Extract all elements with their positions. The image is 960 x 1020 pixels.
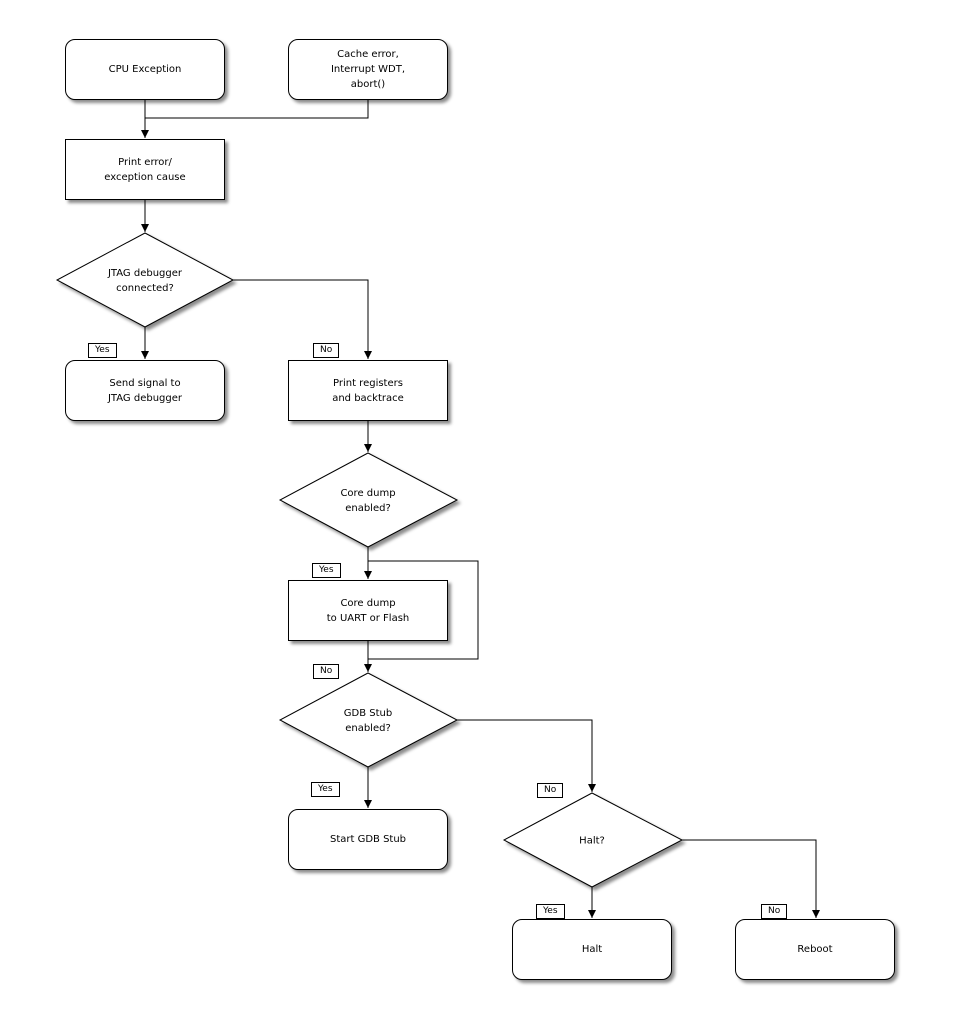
node-print-registers-backtrace: Print registers and backtrace	[288, 360, 448, 421]
edge-jtag-no-to-print-registers	[233, 279, 372, 359]
edge-halt-no-to-reboot	[682, 839, 820, 918]
branch-label-gdb-yes: Yes	[311, 782, 340, 797]
decision-core-dump-enabled	[278, 452, 459, 548]
branch-label-halt-yes: Yes	[536, 904, 565, 919]
branch-label-halt-no: No	[761, 904, 788, 919]
node-cpu-exception: CPU Exception	[65, 39, 225, 100]
node-core-dump-uart-flash: Core dump to UART or Flash	[288, 580, 448, 641]
edge-core-dump-no-bypass	[368, 560, 479, 660]
decision-label-halt: Halt?	[579, 835, 605, 847]
node-halt: Halt	[512, 919, 672, 980]
branch-label-jtag-yes: Yes	[88, 343, 117, 358]
decision-halt	[502, 792, 684, 888]
node-cache-error: Cache error, Interrupt WDT, abort()	[288, 39, 448, 100]
edge-gdb-no-to-halt-decision	[457, 719, 596, 792]
node-start-gdb-stub: Start GDB Stub	[288, 809, 448, 870]
branch-label-gdb-no: No	[537, 783, 564, 798]
decision-label-jtag-debugger-connected: JTAG debugger connected?	[107, 268, 183, 294]
node-send-signal-jtag: Send signal to JTAG debugger	[65, 360, 225, 421]
decision-label-gdb-stub-enabled: GDB Stub enabled?	[343, 708, 393, 734]
decision-label-core-dump-enabled: Core dump enabled?	[340, 488, 396, 514]
node-reboot: Reboot	[735, 919, 895, 980]
decision-jtag-debugger-connected	[55, 232, 235, 328]
node-print-error-cause: Print error/ exception cause	[65, 139, 225, 200]
branch-label-core-dump-no: No	[313, 664, 340, 679]
edge-cache-error-join	[145, 100, 369, 119]
decision-gdb-stub-enabled	[278, 672, 459, 768]
branch-label-jtag-no: No	[313, 343, 340, 358]
branch-label-core-dump-yes: Yes	[312, 563, 341, 578]
